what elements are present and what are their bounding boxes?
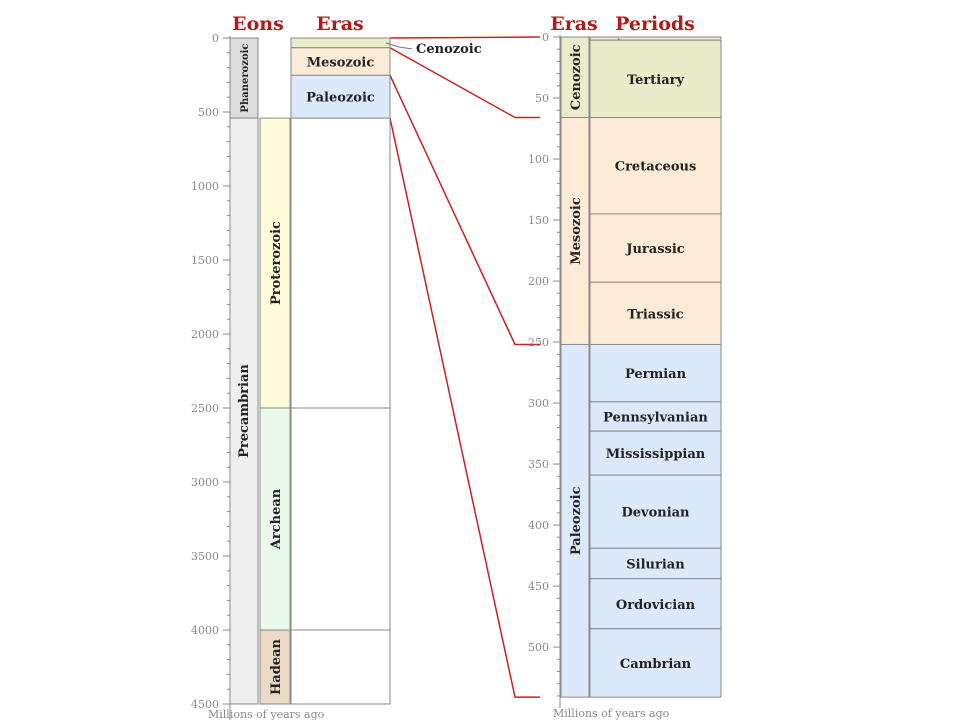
period-label-cretaceous: Cretaceous <box>615 160 697 175</box>
zoom-connector-lines <box>389 36 541 698</box>
right-tick-label-150: 150 <box>528 214 549 227</box>
period-mississippian <box>589 430 722 476</box>
header-eras-left: Eras <box>316 13 364 35</box>
header-periods: Periods <box>615 13 695 35</box>
header-eras-right: Eras <box>550 13 598 35</box>
connector-line <box>389 117 540 698</box>
period-label-tertiary: Tertiary <box>627 73 685 88</box>
era-label-cenozoic-right: Cenozoic <box>569 44 584 110</box>
cenozoic-callout-line <box>385 42 413 50</box>
period-tertiary <box>589 39 722 119</box>
period-devonian <box>589 474 722 549</box>
period-cretaceous <box>589 117 722 215</box>
right-tick-label-500: 500 <box>528 641 549 654</box>
era-hadean <box>259 629 291 705</box>
left-tick-label-1000: 1000 <box>191 180 219 193</box>
left-tick-label-2000: 2000 <box>191 328 219 341</box>
right-tick-label-300: 300 <box>528 397 549 410</box>
era-paleozoic-right <box>560 343 590 698</box>
cenozoic-callout-label: Cenozoic <box>416 42 482 57</box>
era-proterozoic <box>259 117 291 409</box>
right-tick-label-100: 100 <box>528 153 549 166</box>
era-label-proterozoic: Proterozoic <box>269 221 284 305</box>
right-tick-label-450: 450 <box>528 580 549 593</box>
era-blank-proterozoic <box>290 117 391 409</box>
connector-line <box>389 36 541 39</box>
era-mesozoic-right <box>560 117 590 345</box>
era-label-paleozoic-right: Paleozoic <box>569 486 584 555</box>
era-label-mesozoic-left: Mesozoic <box>307 56 375 71</box>
header-eons: Eons <box>232 13 284 35</box>
era-label-archean: Archean <box>269 488 284 550</box>
period-label-mississippian: Mississippian <box>606 447 706 462</box>
period-permian <box>589 343 722 403</box>
era-paleozoic-left <box>290 74 391 119</box>
right-timeline: 0 50 100 150 200 250 300 350 400 450 500 CenozoicMe… <box>528 31 722 708</box>
era-blank-hadean <box>290 629 391 705</box>
era-label-hadean: Hadean <box>269 638 284 694</box>
eon-phanerozoic <box>229 37 259 119</box>
era-cenozoic-left <box>290 37 391 49</box>
left-tick-label-1500: 1500 <box>191 254 219 267</box>
left-tick-label-3000: 3000 <box>191 476 219 489</box>
era-mesozoic-left <box>290 47 391 76</box>
right-tick-label-200: 200 <box>528 275 549 288</box>
left-timeline: 0 500 1000 1500 2000 2500 3000 3500 4000 4500 Phan… <box>191 32 482 720</box>
period-label-devonian: Devonian <box>621 506 690 521</box>
left-tick-label-4000: 4000 <box>191 624 219 637</box>
right-tick-label-0: 0 <box>542 31 549 44</box>
connector-line <box>389 47 540 119</box>
left-tick-label-4500: 4500 <box>191 698 219 711</box>
era-label-mesozoic-right: Mesozoic <box>569 197 584 265</box>
connector-line <box>389 74 540 346</box>
period-ordovician <box>589 578 722 630</box>
left-tick-label-0: 0 <box>212 32 219 45</box>
era-blank-archean <box>290 407 391 631</box>
right-tick-label-400: 400 <box>528 519 549 532</box>
period-label-pennsylvanian: Pennsylvanian <box>603 410 708 425</box>
period-label-cambrian: Cambrian <box>620 657 692 672</box>
right-units-label: Millions of years ago <box>553 707 670 720</box>
period-label-permian: Permian <box>625 367 687 382</box>
eon-precambrian <box>229 117 259 705</box>
left-units-label: Millions of years ago <box>208 708 325 720</box>
eon-label-precambrian: Precambrian <box>237 364 252 458</box>
period-silurian <box>589 547 722 580</box>
left-tick-label-500: 500 <box>198 106 219 119</box>
period-label-silurian: Silurian <box>626 558 685 573</box>
right-tick-label-250: 250 <box>528 336 549 349</box>
period-label-jurassic: Jurassic <box>625 242 684 257</box>
right-tick-label-50: 50 <box>535 92 549 105</box>
period-label-ordovician: Ordovician <box>616 598 696 613</box>
right-tick-label-350: 350 <box>528 458 549 471</box>
eon-label-phanerozoic: Phanerozoic <box>240 43 251 112</box>
left-tick-label-3500: 3500 <box>191 550 219 563</box>
left-tick-label-2500: 2500 <box>191 402 219 415</box>
era-label-paleozoic-left: Paleozoic <box>306 91 375 106</box>
period-triassic <box>589 281 722 345</box>
period-label-triassic: Triassic <box>627 307 684 322</box>
period-jurassic <box>589 213 722 283</box>
period-cambrian <box>589 628 722 698</box>
